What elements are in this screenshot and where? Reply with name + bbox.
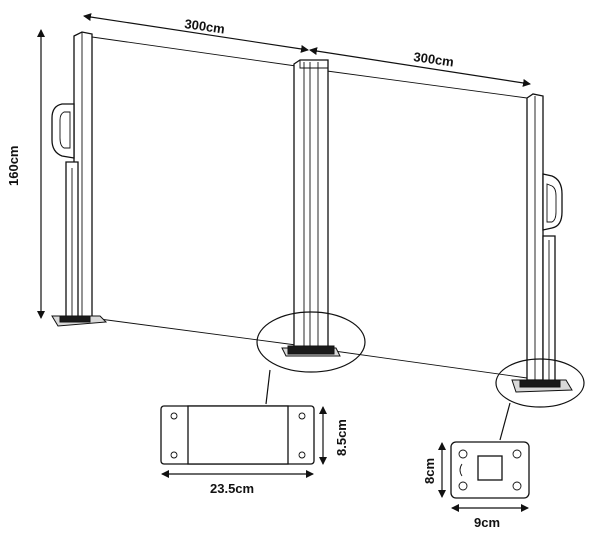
side-base-detail: 8cm 9cm <box>422 441 530 530</box>
center-post <box>281 59 341 357</box>
width-right-label: 300cm <box>413 49 455 69</box>
width-dimension-right: 300cm <box>309 47 531 87</box>
center-base-callout <box>256 311 366 373</box>
width-left-label: 300cm <box>184 16 226 36</box>
height-label: 160cm <box>6 146 21 186</box>
side-base-callout <box>495 358 585 408</box>
left-post <box>51 31 108 327</box>
center-base-detail: 23.5cm 8.5cm <box>160 405 349 496</box>
side-base-depth-label: 8cm <box>422 458 437 484</box>
side-base-width-label: 9cm <box>474 515 500 530</box>
center-base-depth-label: 8.5cm <box>334 419 349 456</box>
center-base-width-label: 23.5cm <box>210 481 254 496</box>
height-dimension: 160cm <box>6 29 45 319</box>
width-dimension-left: 300cm <box>83 13 309 53</box>
right-post <box>511 93 573 393</box>
